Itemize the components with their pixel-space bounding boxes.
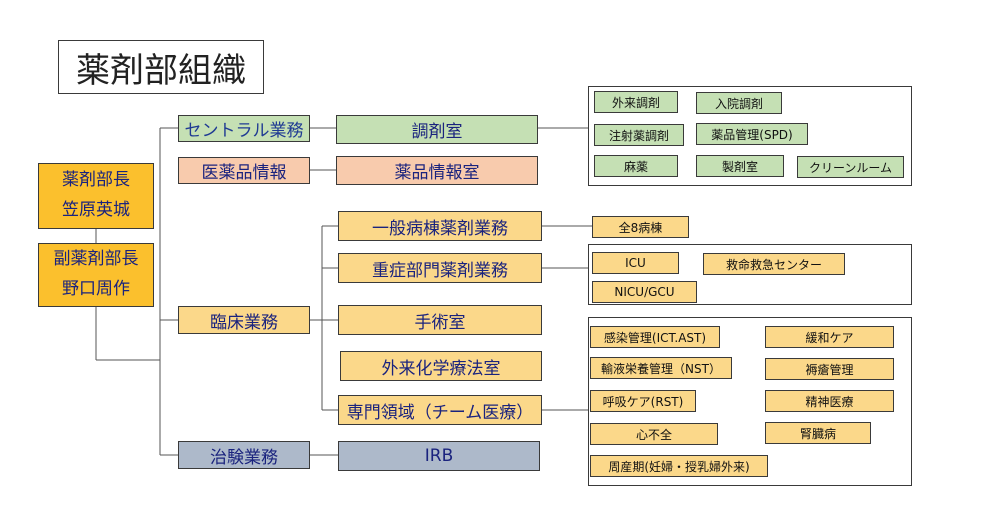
central-item: 麻薬 — [594, 155, 678, 177]
unit-general-ward: 一般病棟薬剤業務 — [338, 211, 542, 241]
unit-irb: IRB — [338, 441, 540, 471]
division-central: セントラル業務 — [178, 115, 310, 142]
specialty-item: 呼吸ケア(RST) — [590, 390, 696, 412]
deputy-box: 副薬剤部長 野口周作 — [38, 243, 154, 307]
critical-item: NICU/GCU — [592, 281, 697, 303]
unit-critical: 重症部門薬剤業務 — [338, 253, 542, 283]
specialty-item: 腎臓病 — [765, 422, 871, 444]
director-box: 薬剤部長 笠原英城 — [38, 163, 154, 229]
deputy-title: 副薬剤部長 — [53, 249, 139, 270]
specialty-item: 褥瘡管理 — [765, 358, 894, 380]
central-item: 注射薬調剤 — [594, 124, 684, 146]
central-item: クリーンルーム — [797, 156, 904, 178]
specialty-item: 心不全 — [590, 423, 718, 445]
unit-specialty: 専門領域（チーム医療） — [338, 395, 542, 425]
central-item: 外来調剤 — [594, 91, 678, 113]
division-trial: 治験業務 — [178, 441, 310, 469]
division-clinical: 臨床業務 — [178, 306, 310, 334]
specialty-item: 精神医療 — [765, 390, 894, 412]
director-name: 笠原英城 — [62, 200, 130, 220]
director-title: 薬剤部長 — [62, 170, 130, 191]
specialty-item: 周産期(妊婦・授乳婦外来) — [590, 455, 768, 477]
central-item: 製剤室 — [696, 155, 784, 177]
central-item: 薬品管理(SPD) — [696, 123, 808, 145]
deputy-name: 野口周作 — [62, 279, 130, 299]
division-drug-info: 医薬品情報 — [178, 157, 310, 184]
unit-drug-info-room: 薬品情報室 — [336, 156, 538, 185]
specialty-item: 輸液栄養管理（NST） — [590, 357, 732, 379]
unit-dispensing: 調剤室 — [336, 115, 538, 144]
critical-item: ICU — [592, 252, 679, 274]
ward-item: 全8病棟 — [592, 216, 689, 238]
specialty-item: 感染管理(ICT.AST) — [590, 326, 720, 348]
page-title: 薬剤部組織 — [58, 40, 264, 94]
unit-surgery: 手術室 — [338, 305, 542, 335]
specialty-item: 緩和ケア — [765, 326, 894, 348]
unit-chemo: 外来化学療法室 — [340, 351, 542, 381]
central-item: 入院調剤 — [696, 92, 782, 114]
critical-item: 救命救急センター — [703, 253, 845, 275]
